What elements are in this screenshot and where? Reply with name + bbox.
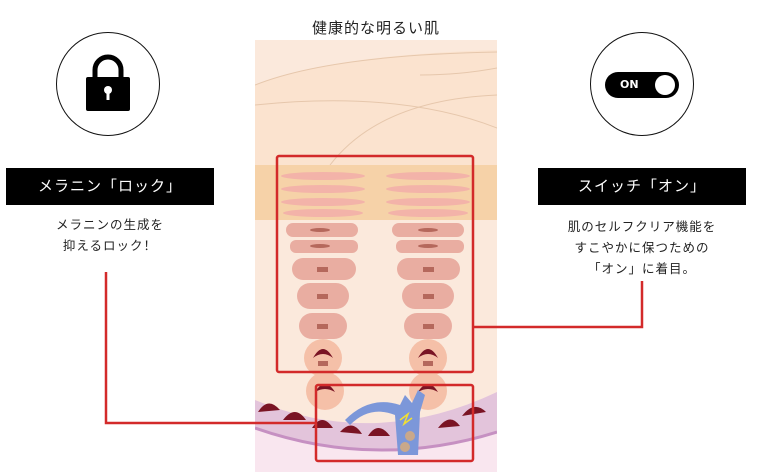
melanin-lock-badge: メラニン「ロック」 — [6, 168, 214, 205]
highlight-boxes — [104, 154, 644, 463]
switch-on-description: 肌のセルフクリア機能を すこやかに保つための 「オン」に着目。 — [532, 216, 752, 279]
lock-icon — [85, 54, 130, 111]
lock-circle — [56, 32, 160, 136]
desc-line: メラニンの生成を — [55, 217, 164, 232]
flat-cells — [281, 172, 470, 217]
desc-line: 肌のセルフクリア機能を — [567, 219, 717, 234]
left-connector — [104, 272, 316, 425]
switch-on-badge: スイッチ「オン」 — [538, 168, 746, 205]
melanin-lock-description: メラニンの生成を 抑えるロック！ — [6, 214, 214, 256]
stratum-corneum — [255, 50, 497, 180]
switch-circle: ON — [590, 32, 694, 136]
desc-line: すこやかに保つための — [574, 240, 710, 255]
toggle-label: ON — [620, 78, 639, 91]
upper-box — [275, 154, 475, 374]
desc-line: 「オン」に着目。 — [587, 261, 696, 276]
toggle-on-icon: ON — [605, 72, 679, 98]
lightning-icon — [399, 411, 413, 427]
desc-line: 抑えるロック！ — [62, 238, 158, 253]
page-title: 健康的な明るい肌 — [311, 19, 440, 37]
melanocyte — [345, 390, 425, 455]
right-connector — [473, 281, 644, 329]
